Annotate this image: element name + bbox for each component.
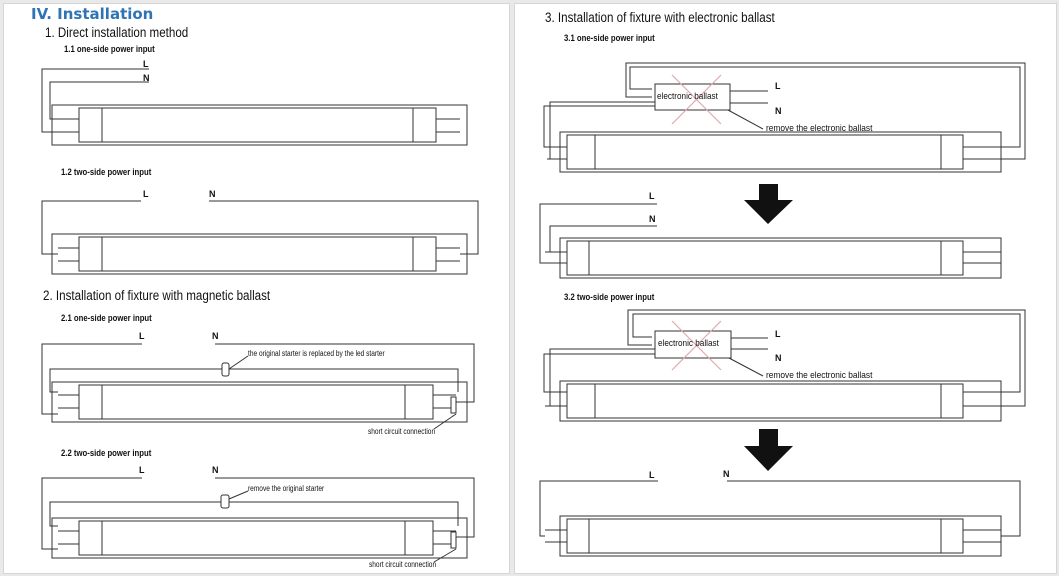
section-3-heading: 3. Installation of fixture with electron…: [545, 10, 775, 25]
label-live: L: [649, 191, 655, 201]
label-neutral: N: [209, 189, 216, 199]
electronic-ballast-label: electronic ballast: [658, 338, 719, 349]
label-live: L: [139, 331, 145, 341]
label-neutral: N: [723, 469, 730, 479]
tube-1-2: [41, 200, 479, 275]
electronic-ballast-label: electronic ballast: [657, 91, 718, 102]
note-starter-replaced: the original starter is replaced by the …: [248, 349, 385, 358]
section-1-2-heading: 1.2 two-side power input: [61, 167, 152, 177]
label-live: L: [143, 59, 149, 69]
down-arrow-icon: [744, 184, 793, 224]
label-live: L: [649, 470, 655, 480]
cross-mark-1: [671, 74, 722, 125]
label-neutral: N: [212, 465, 219, 475]
left-panel: IV. Installation 1. Direct installation …: [3, 3, 510, 574]
left-diagrams: [41, 68, 479, 563]
tube-3-2-after: [539, 480, 1021, 557]
note-short-circuit: short circuit connection: [369, 560, 437, 569]
label-neutral: N: [143, 73, 150, 83]
section-2-2-heading: 2.2 two-side power input: [61, 448, 152, 458]
tube-3-1-after: [539, 203, 1002, 279]
label-neutral: N: [775, 353, 782, 363]
right-panel: 3. Installation of fixture with electron…: [514, 3, 1057, 574]
section-2-heading: 2. Installation of fixture with magnetic…: [43, 288, 271, 303]
section-1-1-heading: 1.1 one-side power input: [64, 44, 155, 54]
tube-3-1-before: [543, 62, 1026, 173]
note-short-circuit: short circuit connection: [368, 427, 436, 436]
label-neutral: N: [775, 106, 782, 116]
right-diagrams: [539, 62, 1026, 557]
label-live: L: [139, 465, 145, 475]
note-remove-starter: remove the original starter: [248, 484, 325, 493]
tube-2-2: [41, 477, 475, 563]
installation-title: IV. Installation: [31, 5, 154, 23]
section-3-2-heading: 3.2 two-side power input: [564, 292, 655, 302]
section-1-heading: 1. Direct installation method: [45, 25, 189, 40]
section-2-1-heading: 2.1 one-side power input: [61, 313, 152, 323]
cross-mark-2: [671, 320, 722, 371]
note-remove-ballast: remove the electronic ballast: [766, 123, 873, 134]
label-live: L: [775, 81, 781, 91]
section-3-1-heading: 3.1 one-side power input: [564, 33, 655, 43]
label-neutral: N: [212, 331, 219, 341]
down-arrow-icon: [744, 429, 793, 471]
label-live: L: [775, 329, 781, 339]
label-neutral: N: [649, 214, 656, 224]
tube-3-2-before: [543, 309, 1026, 422]
label-live: L: [143, 189, 149, 199]
tube-2-1: [41, 343, 475, 430]
note-remove-ballast: remove the electronic ballast: [766, 370, 873, 381]
tube-1-1: [41, 68, 468, 146]
